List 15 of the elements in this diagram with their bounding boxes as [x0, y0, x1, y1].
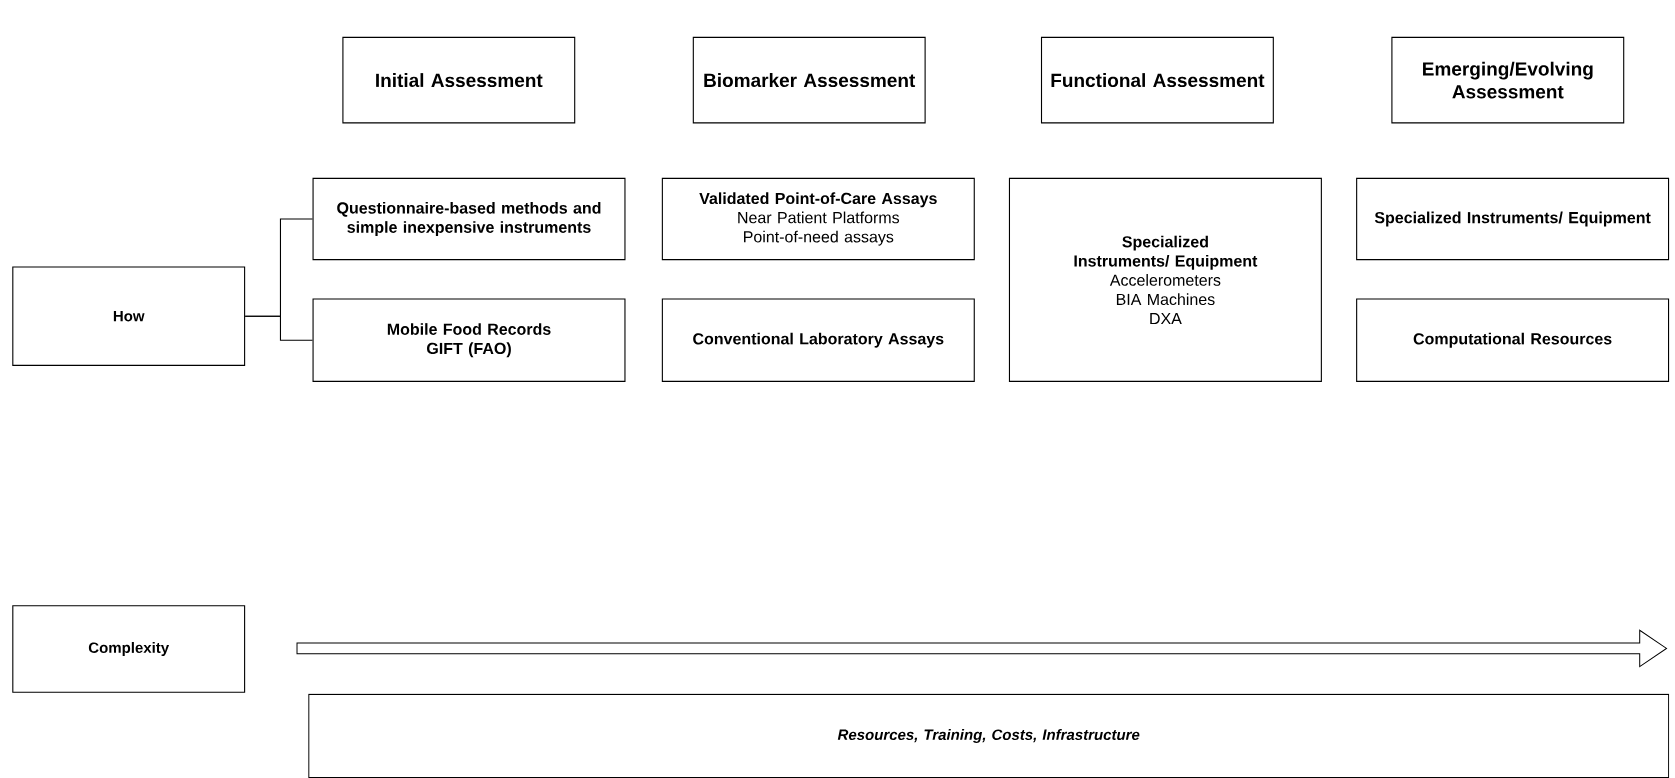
method-box: Specialized Instruments/ Equipment — [1356, 177, 1670, 261]
header-box: Functional Assessment — [1040, 36, 1274, 124]
bar-box: Resources, Training, Costs, Infrastructure — [308, 693, 1670, 778]
label-box: How — [12, 266, 246, 366]
method-box: Validated Point-of-Care Assays Near Patient Platforms Point-of-need assays — [661, 177, 975, 261]
connector — [244, 315, 314, 341]
label-box: Complexity — [12, 605, 246, 693]
header-box: Biomarker Assessment — [692, 36, 926, 124]
method-box: Mobile Food Records GIFT (FAO) — [312, 298, 626, 382]
method-box: Conventional Laboratory Assays — [661, 298, 975, 382]
header-box: Emerging/Evolving Assessment — [1391, 36, 1625, 124]
method-box: Questionnaire-based methods and simple inexpensive instruments — [312, 177, 626, 261]
method-box: Specialized Instruments/ Equipment Accelerometers BIA Machines DXA — [1008, 177, 1322, 382]
method-box: Computational Resources — [1356, 298, 1670, 382]
header-box: Initial Assessment — [342, 36, 576, 124]
